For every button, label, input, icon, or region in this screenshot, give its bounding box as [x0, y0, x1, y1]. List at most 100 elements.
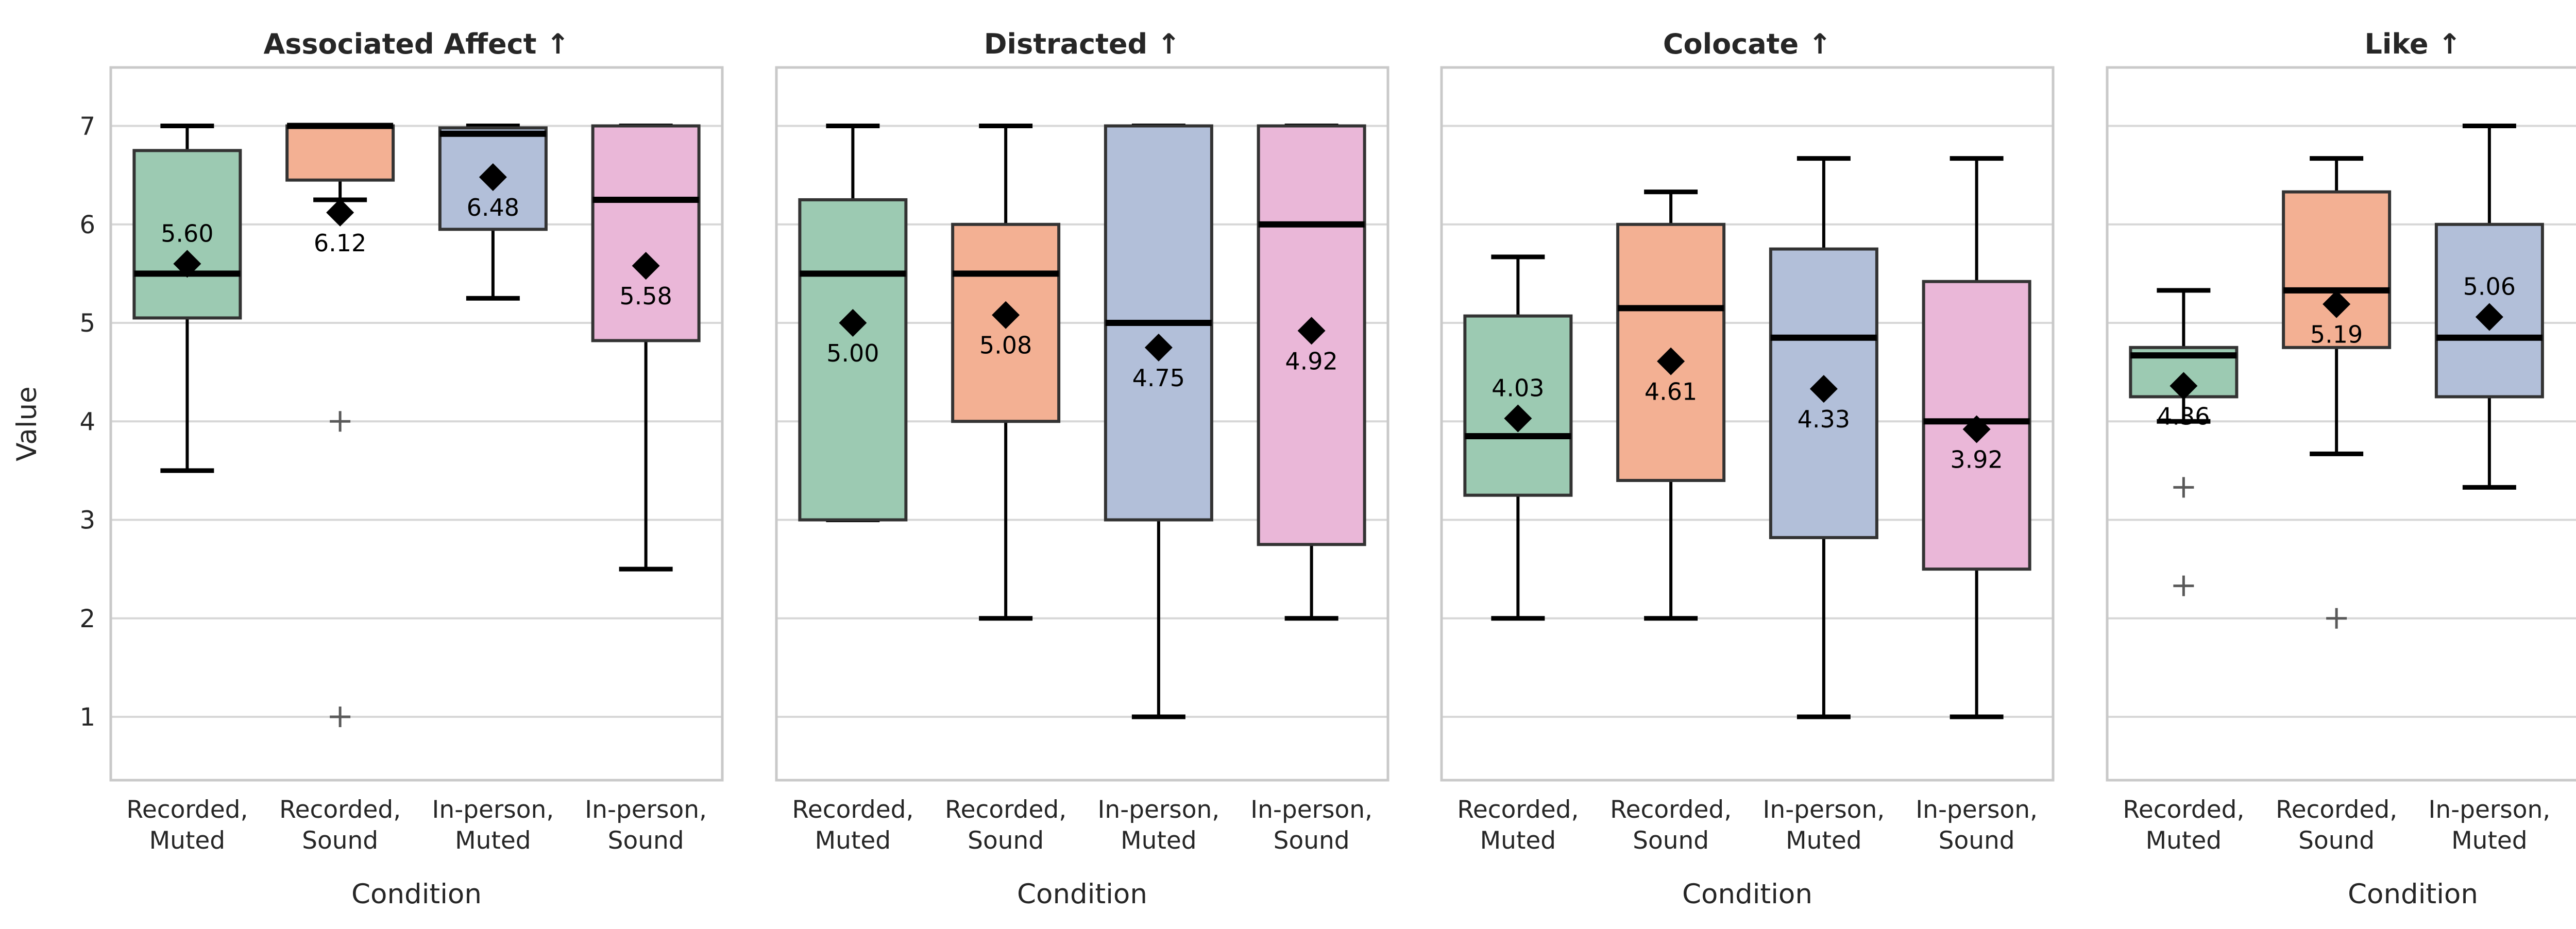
xtick-label-line1: In-person, [1763, 796, 1885, 824]
subplot-2: Distracted ↑5.00Recorded,Muted5.08Record… [775, 28, 1389, 910]
xtick-label-line2: Muted [815, 827, 891, 855]
xtick-label-line1: Recorded, [2276, 796, 2397, 824]
outlier-marker [330, 707, 351, 727]
outlier-marker [2173, 477, 2194, 498]
xtick-label-line2: Muted [455, 827, 531, 855]
xtick-label-line2: Muted [1121, 827, 1197, 855]
xtick-label-line2: Sound [968, 827, 1044, 855]
axes-spines [2106, 66, 2576, 782]
axes-spines [1440, 66, 2055, 782]
mean-diamond [1144, 333, 1173, 362]
ytick-label: 2 [79, 605, 95, 633]
ytick-label: 4 [79, 407, 95, 436]
mean-diamond [1657, 347, 1685, 375]
mean-diamond [992, 301, 1020, 329]
iqr-box [2282, 190, 2392, 349]
xtick-label-line2: Muted [2451, 827, 2528, 855]
mean-diamond [632, 252, 660, 280]
mean-label: 4.92 [1285, 347, 1337, 375]
xtick-label-line1: Recorded, [126, 796, 248, 824]
iqr-box [2434, 222, 2544, 399]
x-axis-label: Condition [1682, 879, 1812, 910]
mean-diamond [2475, 303, 2503, 331]
box-recorded-sound: 4.61 [1616, 190, 1726, 621]
xtick-label-line2: Muted [1480, 827, 1556, 855]
box-in-person-sound: 5.58 [591, 124, 701, 572]
x-axis-label: Condition [351, 879, 482, 910]
xtick-label-line1: In-person, [1916, 796, 2038, 824]
ytick-label: 7 [79, 112, 95, 141]
xtick-label-line1: Recorded, [1610, 796, 1732, 824]
xtick-label-line1: In-person, [1098, 796, 1220, 824]
mean-diamond [1809, 375, 1838, 403]
subplot-4: Like ↑4.36Recorded,Muted5.19Recorded,Sou… [2106, 28, 2576, 910]
xtick-label-line2: Sound [608, 827, 684, 855]
xtick-label-line1: In-person, [1250, 796, 1372, 824]
xtick-label-line2: Muted [2146, 827, 2222, 855]
outlier-marker [2326, 608, 2347, 629]
mean-label: 5.00 [826, 339, 879, 367]
subplot-title: Distracted ↑ [984, 28, 1181, 60]
xtick-label-line2: Sound [1633, 827, 1709, 855]
xtick-label-line2: Sound [1274, 827, 1350, 855]
mean-diamond [173, 250, 201, 278]
xtick-label-line2: Sound [1939, 827, 2015, 855]
mean-diamond [326, 198, 354, 227]
outlier-marker [330, 411, 351, 432]
xtick-label-line2: Muted [149, 827, 226, 855]
mean-label: 3.92 [1950, 446, 2003, 474]
xtick-label-line1: Recorded, [279, 796, 401, 824]
mean-diamond [839, 309, 867, 337]
mean-label: 5.58 [619, 282, 672, 310]
mean-label: 5.08 [979, 332, 1032, 359]
box-in-person-sound: 3.92 [1922, 156, 2031, 719]
ytick-label: 1 [79, 703, 95, 732]
mean-label: 6.12 [314, 229, 366, 257]
xtick-label-line1: In-person, [585, 796, 707, 824]
mean-diamond [2323, 290, 2351, 318]
xtick-label-line1: Recorded, [1457, 796, 1579, 824]
mean-label: 4.61 [1645, 378, 1697, 406]
mean-label: 4.33 [1798, 405, 1850, 433]
mean-label: 4.36 [2157, 402, 2210, 430]
box-in-person-muted: 4.33 [1769, 156, 1878, 719]
box-recorded-sound: 6.12 [285, 123, 395, 727]
box-recorded-muted: 4.03 [1463, 254, 1573, 621]
ytick-label: 6 [79, 211, 95, 239]
mean-label: 4.03 [1492, 374, 1544, 402]
xtick-label-line1: In-person, [2429, 796, 2551, 824]
xtick-label-line2: Sound [2298, 827, 2375, 855]
subplot-title: Like ↑ [2364, 28, 2461, 60]
xtick-label-line1: Recorded, [2123, 796, 2244, 824]
x-axis-label: Condition [2348, 879, 2478, 910]
ytick-label: 5 [79, 309, 95, 338]
box-recorded-muted: 4.36 [2129, 288, 2239, 596]
box-recorded-muted: 5.60 [132, 124, 242, 473]
mean-diamond [1962, 415, 1991, 443]
iqr-box [285, 124, 395, 182]
axes-background [2107, 67, 2576, 780]
box-recorded-sound: 5.08 [951, 124, 1061, 621]
box-in-person-muted: 5.06 [2434, 124, 2544, 490]
axes-spines [109, 66, 724, 782]
box-recorded-muted: 5.00 [798, 124, 908, 522]
iqr-box [132, 149, 242, 320]
xtick-label-line2: Sound [302, 827, 378, 855]
mean-diamond [1297, 317, 1326, 345]
iqr-box [798, 198, 908, 522]
xtick-label-line1: Recorded, [792, 796, 913, 824]
subplot-title: Colocate ↑ [1663, 28, 1832, 60]
axes-spines [775, 66, 1389, 782]
x-axis-label: Condition [1017, 879, 1147, 910]
y-axis-label: Value [11, 386, 43, 461]
box-in-person-sound: 4.92 [1257, 124, 1366, 621]
subplot-title: Associated Affect ↑ [263, 28, 569, 60]
mean-diamond [1504, 404, 1532, 433]
mean-label: 4.75 [1132, 364, 1185, 392]
mean-label: 6.48 [467, 194, 519, 221]
mean-diamond [479, 163, 507, 191]
mean-diamond [2170, 372, 2198, 400]
